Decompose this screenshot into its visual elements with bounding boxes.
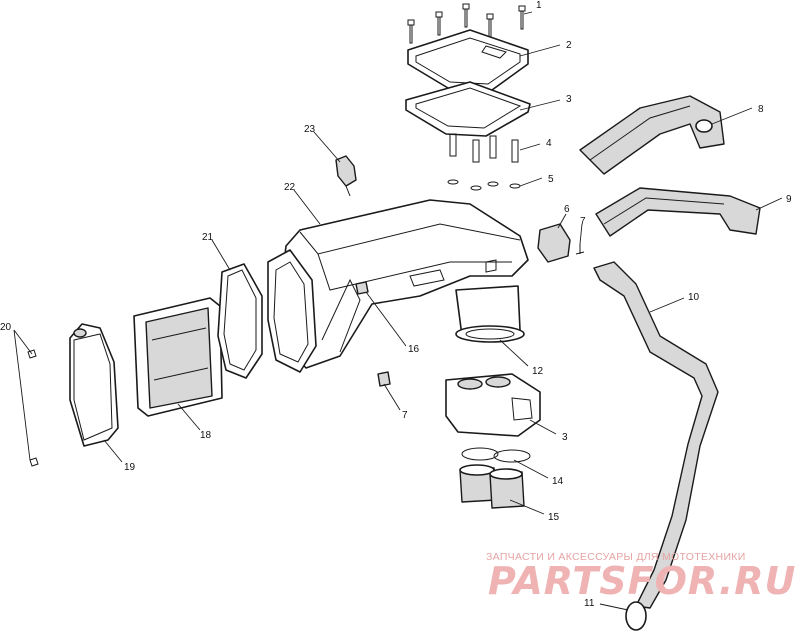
- airbox-lid: [407, 29, 529, 91]
- callout-15: 15: [548, 512, 560, 523]
- throttle-body: [445, 373, 541, 437]
- callout-12: 12: [532, 366, 544, 377]
- callout-16: 16: [408, 344, 420, 355]
- intake-duct-upper: [579, 95, 725, 175]
- air-filter: [133, 297, 223, 417]
- callout-6: 6: [564, 204, 570, 215]
- callout-9: 9: [786, 194, 792, 205]
- callout-11: 11: [584, 598, 595, 609]
- callout-3: 3: [566, 94, 572, 105]
- callout-2: 2: [566, 40, 572, 51]
- watermark-brand: PARTSFOR.RU: [488, 559, 796, 603]
- bolts-and-washers: [447, 133, 521, 191]
- callout-22: 22: [284, 182, 296, 193]
- leader-lines: [13, 11, 783, 611]
- airbox-housing: [279, 199, 529, 369]
- cover-screws: [27, 349, 39, 467]
- lid-gasket: [405, 81, 531, 137]
- callout-5: 5: [548, 174, 554, 185]
- callout-14: 14: [552, 476, 564, 487]
- callout-7-plug: 7: [402, 410, 408, 421]
- callout-7-screw: 7: [580, 216, 586, 227]
- drain-plug: [377, 371, 391, 387]
- airbox-outlet: [455, 285, 525, 343]
- callout-23: 23: [304, 124, 316, 135]
- callout-13: 3: [562, 432, 568, 443]
- intake-duct-lower: [595, 187, 761, 237]
- callout-18: 18: [200, 430, 212, 441]
- idle-valve: [537, 223, 585, 263]
- callout-21: 21: [202, 232, 214, 243]
- breather-hose: [593, 261, 719, 631]
- sensor: [335, 155, 357, 197]
- side-cover: [69, 323, 119, 447]
- watermark-tagline: ЗАПЧАСТИ И АКСЕССУАРЫ ДЛЯ МОТОТЕХНИКИ: [486, 551, 746, 563]
- callout-1: 1: [536, 0, 542, 11]
- callout-10: 10: [688, 292, 700, 303]
- watermark: ЗАПЧАСТИ И АКСЕССУАРЫ ДЛЯ МОТОТЕХНИКИ PA…: [486, 551, 796, 603]
- callouts: 1 2 3 4 5 6 7 7 8 9 10 11 12 3 14 15 16 …: [0, 0, 792, 609]
- clamps: [461, 447, 531, 463]
- callout-20: 20: [0, 322, 12, 333]
- filter-gasket: [217, 263, 263, 379]
- callout-8: 8: [758, 104, 764, 115]
- callout-19: 19: [124, 462, 136, 473]
- callout-4: 4: [546, 138, 552, 149]
- screws-top: [407, 3, 526, 44]
- airbox-frame: [267, 249, 317, 373]
- intake-boots: [459, 464, 525, 509]
